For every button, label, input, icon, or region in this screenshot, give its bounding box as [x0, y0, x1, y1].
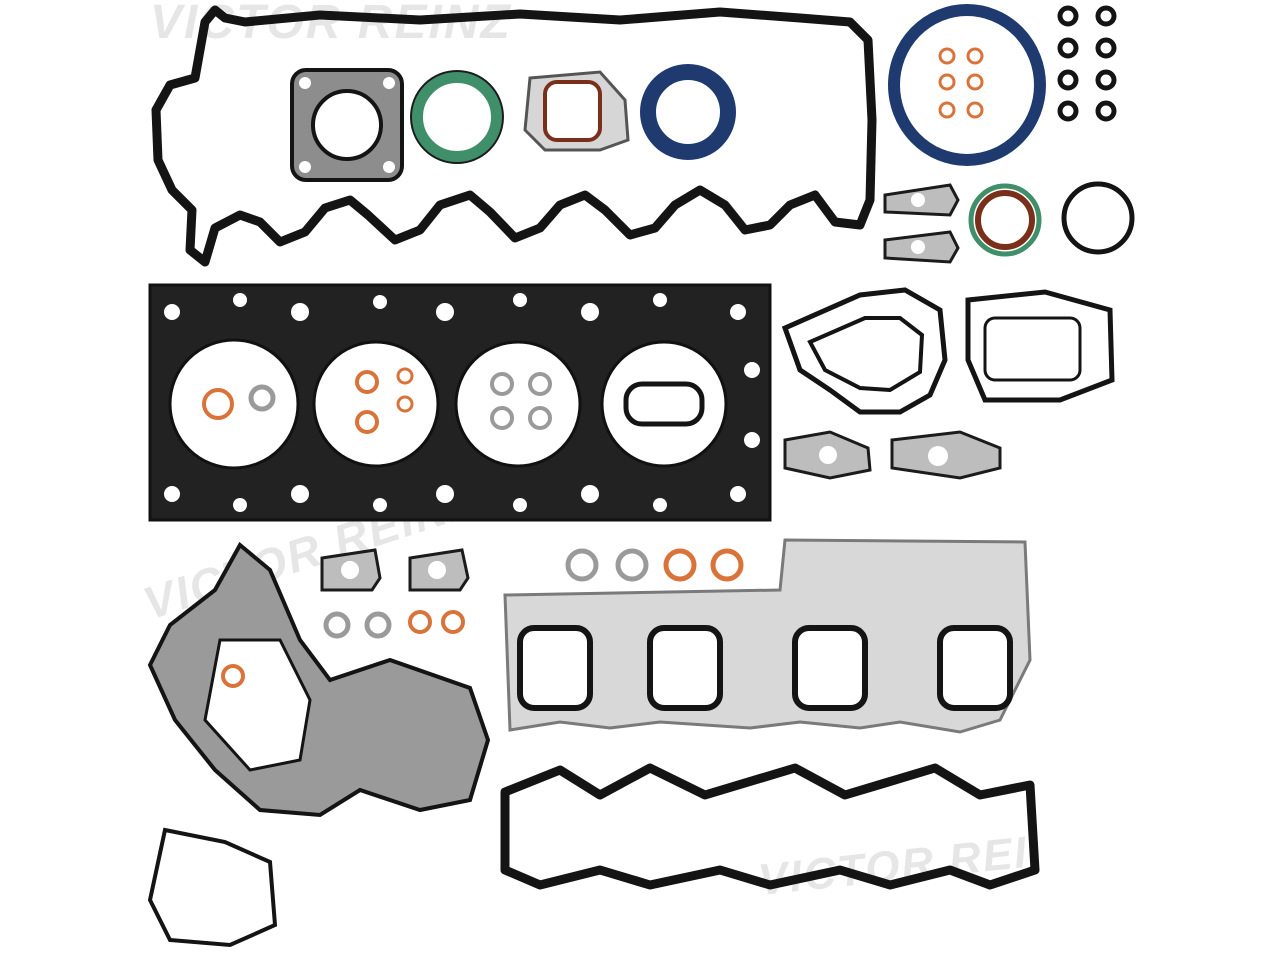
small-flange-gasket-right [890, 430, 1002, 480]
watermark-bottom: VICTOR REI [756, 828, 1031, 905]
cylinder-head-gasket [148, 283, 772, 522]
turbo-oil-gasket-1 [883, 183, 960, 217]
coolant-flange-gasket-2 [408, 548, 470, 592]
washer-rings-row [565, 548, 744, 582]
exhaust-manifold-gaskets [517, 625, 1013, 711]
green-ring-seal [410, 70, 504, 164]
crank-seal-front [640, 64, 736, 160]
intake-manifold-gasket [500, 763, 1040, 890]
egr-cooler-gasket [965, 289, 1115, 403]
egr-gasket-top [523, 70, 630, 152]
o-ring-large [1061, 181, 1135, 255]
coolant-flange-gasket-1 [320, 548, 382, 592]
valve-cover-gasket [151, 5, 877, 267]
thermostat-o-ring [147, 827, 278, 948]
watermark-top: VICTOR REINZ [150, 0, 512, 49]
exhaust-flange-gasket [290, 68, 404, 182]
water-pump-gasket [147, 541, 491, 818]
turbo-oil-gasket-2 [883, 230, 960, 264]
valve-stem-seals [1057, 5, 1117, 122]
exhaust-heat-shield [503, 538, 1032, 734]
washer-rings-bottom [323, 610, 465, 639]
small-flange-gasket-left [783, 430, 872, 480]
brown-lip-seal [968, 183, 1042, 257]
rear-main-seal [888, 4, 1046, 166]
turbo-gasket-large [781, 287, 948, 415]
